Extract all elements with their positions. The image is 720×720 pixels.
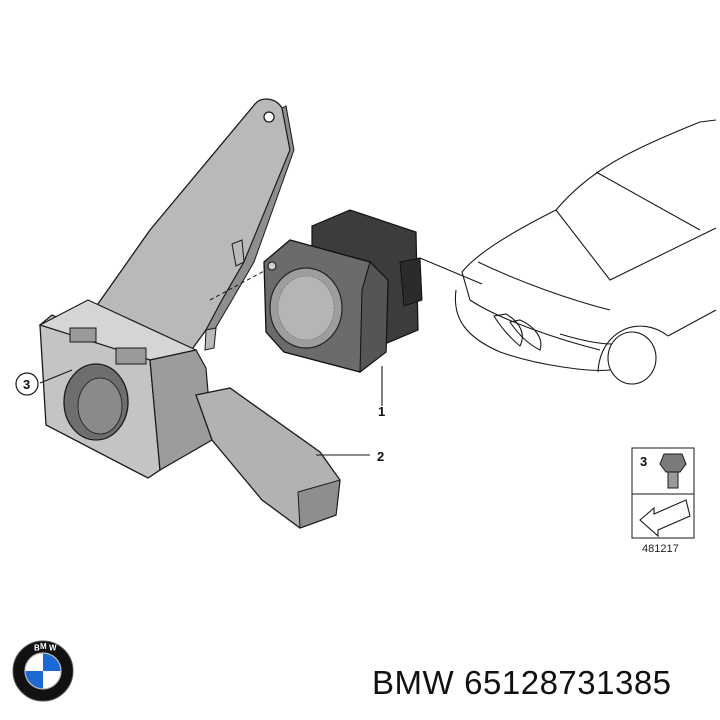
- car-wheel-arch: [597, 325, 669, 373]
- svg-text:W: W: [49, 644, 58, 653]
- sensor-part-1: [263, 209, 423, 374]
- parts-legend: 3 481217: [631, 447, 695, 555]
- car-hood: [461, 209, 601, 351]
- bracket-clip-left: [69, 327, 97, 343]
- bmw-roundel-icon: B M W: [12, 640, 74, 702]
- bracket-tab-lower: [204, 327, 217, 351]
- caption-brand: BMW: [372, 664, 455, 701]
- car-windshield-top: [595, 171, 701, 231]
- sensor-connector: [399, 257, 423, 307]
- sensor-screw: [267, 261, 277, 271]
- car-headlight: [559, 333, 613, 345]
- svg-text:M: M: [40, 642, 48, 651]
- bracket-foot-face: [297, 479, 341, 529]
- callout-1: 1: [378, 404, 385, 419]
- car-roof: [555, 119, 717, 211]
- bracket-opening-inner: [77, 377, 123, 435]
- bmw-logo: B M W: [12, 640, 74, 702]
- bracket-tab-upper: [231, 239, 245, 267]
- callout-2: 2: [377, 449, 384, 464]
- car-side: [667, 309, 717, 337]
- car-grille-right: [509, 319, 542, 351]
- caption-part-number: 65128731385: [464, 664, 672, 701]
- leader-line-car: [419, 257, 483, 285]
- callout-3: 3: [23, 377, 30, 392]
- bolt-icon: [659, 453, 687, 489]
- car-wheel: [607, 331, 657, 385]
- car-outline: [454, 119, 717, 385]
- car-windshield: [555, 209, 717, 281]
- svg-text:B: B: [34, 644, 41, 653]
- car-grille-left: [493, 313, 523, 347]
- leader-line-3: [39, 369, 73, 384]
- legend-diagram-id: 481217: [642, 543, 679, 555]
- direction-arrow-icon: [639, 499, 691, 538]
- bracket-mount-hole: [263, 111, 275, 123]
- legend-item-number: 3: [640, 454, 647, 469]
- mount-dashed-line: [209, 269, 267, 301]
- bracket-part-2: [38, 98, 341, 529]
- car-hood-line: [477, 261, 611, 311]
- car-front-bumper: [454, 289, 611, 371]
- sensor-body-side: [359, 261, 389, 374]
- sensor-grille-inner: [277, 275, 335, 341]
- bracket-clip-right: [115, 347, 147, 365]
- callout-3-circle: [15, 372, 39, 396]
